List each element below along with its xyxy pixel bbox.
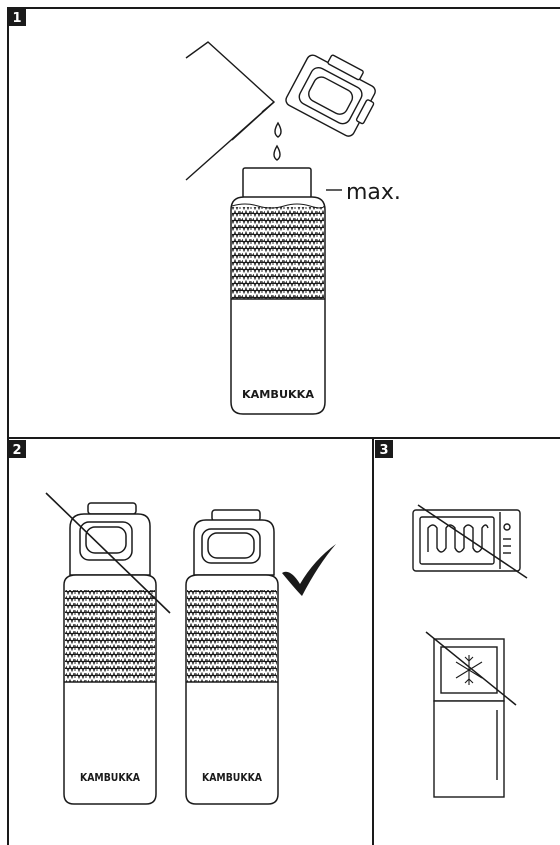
microwave-cross-out xyxy=(417,504,528,579)
pitcher-icon xyxy=(185,41,276,181)
panel-2-badge: 2 xyxy=(8,440,26,458)
bottle-correct xyxy=(185,509,279,805)
panel-3-badge: 3 xyxy=(375,440,393,458)
water-drop-icon xyxy=(273,121,282,161)
bottle-wrong xyxy=(63,502,157,805)
panel-1-badge: 1 xyxy=(8,8,26,26)
bottle-open xyxy=(230,167,326,415)
panel-1-number: 1 xyxy=(12,11,21,26)
freezer-cross-out xyxy=(425,631,517,706)
freezer-icon xyxy=(433,638,505,798)
bottle-wrong-brand: KAMBUKKA xyxy=(80,771,140,784)
bottle-brand-label: KAMBUKKA xyxy=(242,388,314,401)
max-fill-label: max. xyxy=(346,180,401,205)
panel-3-number: 3 xyxy=(379,443,388,458)
panel-frames xyxy=(7,7,560,845)
panel-2-number: 2 xyxy=(12,443,21,458)
check-icon xyxy=(282,544,336,596)
detached-lid-icon xyxy=(285,54,376,137)
bottle-correct-brand: KAMBUKKA xyxy=(202,771,262,784)
cross-out-icon xyxy=(45,492,171,614)
